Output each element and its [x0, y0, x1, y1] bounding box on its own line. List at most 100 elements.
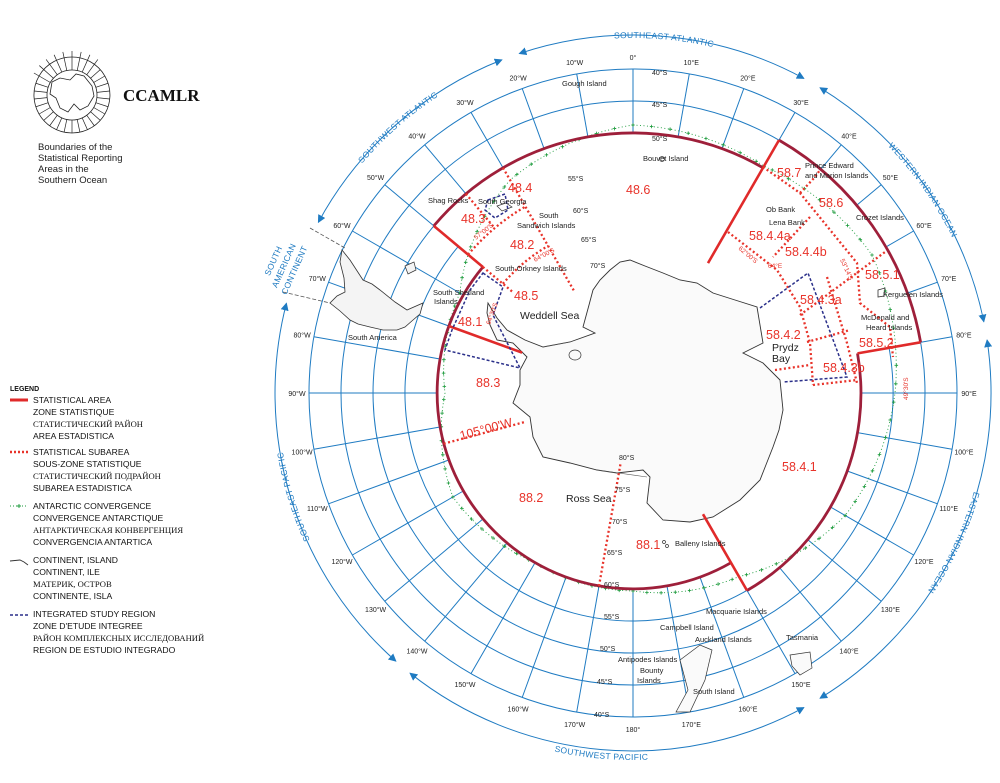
meridian-label: 80°E — [956, 332, 972, 340]
logo-segment — [81, 117, 88, 130]
logo-segment — [96, 90, 110, 93]
meridian-label: 10°W — [566, 59, 584, 67]
meridian-label: 140°E — [839, 647, 858, 655]
area-label-58-4-3b: 58.4.3b — [823, 361, 865, 375]
meridian-105w-label: 105°00'W — [458, 415, 514, 443]
study-region-south-georgia — [484, 193, 509, 219]
area-label-58-6: 58.6 — [819, 196, 843, 210]
tasmania-coast — [789, 651, 813, 676]
convergence-plus-icon — [738, 150, 742, 155]
meridian-label: 120°E — [914, 558, 933, 566]
convergence-plus-icon — [440, 411, 444, 415]
logo-segment — [95, 82, 109, 88]
convergence-plus-icon — [469, 517, 474, 521]
place-label: Tasmania — [786, 633, 819, 642]
legend-item-statistical-area: ZONE STATISTIQUE — [33, 407, 115, 417]
area-48-west-boundary — [432, 224, 484, 268]
area-58-north-boundary — [778, 138, 922, 343]
area-label-58-4-3a: 58.4.3a — [800, 293, 842, 307]
subtitle-line: Areas in the — [38, 164, 89, 175]
convergence-plus-icon — [659, 591, 663, 595]
convergence-plus-icon — [460, 506, 464, 511]
convergence-plus-icon — [460, 275, 464, 280]
logo-segment — [76, 51, 82, 71]
convergence-plus-icon — [480, 527, 484, 531]
convergence-plus-icon — [894, 382, 898, 386]
logo-segment — [95, 102, 109, 108]
ocean-sector-arc-eastern-indian — [819, 339, 993, 699]
meridian-line — [352, 230, 464, 296]
latitude-label: 80°S — [619, 454, 635, 462]
sector-divider-dash — [309, 227, 346, 249]
meridian-label: 150°E — [791, 681, 810, 689]
ocean-label-southeast-pacific: SOUTHEAST PACIFIC — [275, 451, 312, 543]
legend-plus-icon — [17, 504, 21, 508]
logo-segment — [81, 54, 91, 73]
legend-item-statistical-subarea: SOUS-ZONE STATISTIQUE — [33, 459, 142, 469]
area-label-48-2: 48.2 — [510, 238, 534, 252]
latitude-label: 50°S — [600, 645, 616, 653]
statistical-boundaries — [432, 131, 922, 592]
convergence-plus-icon — [883, 435, 888, 440]
meridian-line — [328, 459, 449, 505]
logo-segment — [49, 115, 58, 126]
logo-segment — [96, 97, 110, 100]
meridian-line — [384, 184, 435, 227]
legend-item-statistical-subarea: СТАТИСТИЧЕСКИЙ ПОДРАЙОН — [33, 471, 161, 481]
berkner-island — [568, 349, 582, 361]
place-label: McDonald and — [861, 313, 909, 322]
convergence-plus-icon — [468, 245, 473, 249]
meridian-line — [746, 590, 796, 674]
parallel-50s — [372, 225, 894, 654]
ice-shelf-edge — [542, 341, 648, 478]
area-label-58-4-2: 58.4.2 — [766, 328, 801, 342]
place-label: Bouvet Island — [643, 154, 688, 163]
meridian-labels: 0°10°E20°E30°E40°E50°E60°E70°E80°E90°E10… — [288, 54, 977, 734]
convergence-plus-icon — [894, 363, 899, 368]
meridian-label: 20°E — [740, 74, 756, 82]
place-label: Crozet Islands — [856, 213, 904, 222]
convergence-plus-icon — [544, 153, 549, 157]
logo-segment — [34, 97, 48, 100]
meridian-label: 90°E — [961, 390, 977, 398]
place-label: Ob Bank — [766, 205, 795, 214]
weddell-sea-label: Weddell Sea — [520, 310, 580, 322]
place-labels: Weddell Sea Ross Sea Prydz Bay Bouvet Is… — [348, 79, 943, 696]
place-label: Balleny Islands — [675, 539, 726, 548]
ocean-sector-arc-southwest-pacific — [409, 672, 805, 752]
place-label: Auckland Islands — [695, 635, 752, 644]
meridian-line — [352, 490, 464, 556]
convergence-plus-icon — [492, 199, 496, 204]
ocean-label-southeast-atlantic: SOUTHEAST ATLANTIC — [614, 30, 715, 49]
meridian-line — [820, 144, 842, 170]
logo-segment — [63, 119, 68, 133]
meridian-line — [847, 470, 938, 505]
convergence-plus-icon — [759, 568, 764, 572]
boundary-label: 49°30'S — [902, 377, 910, 400]
balleny-island — [662, 540, 666, 544]
convergence-plus-icon — [529, 162, 533, 166]
south-georgia-island — [496, 202, 513, 212]
meridian-line — [721, 88, 745, 149]
convergence-plus-icon — [515, 172, 519, 177]
place-label: Kerguelen Islands — [883, 290, 943, 299]
meridian-label: 170°E — [682, 721, 701, 729]
subtitle-line: Southern Ocean — [38, 175, 107, 186]
south-america-coast — [329, 249, 424, 331]
place-label: Campbell Island — [660, 623, 714, 632]
islands — [496, 156, 886, 713]
legend-item-continent-island: МАТЕРИК, ОСТРОВ — [33, 579, 112, 589]
area-label-88-1: 88.1 — [636, 538, 660, 552]
latitude-label: 55°S — [568, 175, 584, 183]
area-label-58-5-2: 58.5.2 — [859, 336, 894, 350]
latitude-label: 45°S — [652, 101, 668, 109]
prydz-bay-label: Bay — [772, 353, 791, 365]
legend-item-continent-island: CONTINENT, ILE — [33, 567, 100, 577]
antarctica — [486, 259, 784, 523]
convergence-plus-icon — [441, 371, 446, 375]
meridian-line — [830, 506, 914, 556]
area-88-north-boundary — [435, 266, 732, 591]
ocean-sector-arc-southeast-atlantic — [518, 34, 805, 79]
convergence-plus-icon — [442, 384, 447, 389]
meridian-label: 160°E — [738, 706, 757, 714]
